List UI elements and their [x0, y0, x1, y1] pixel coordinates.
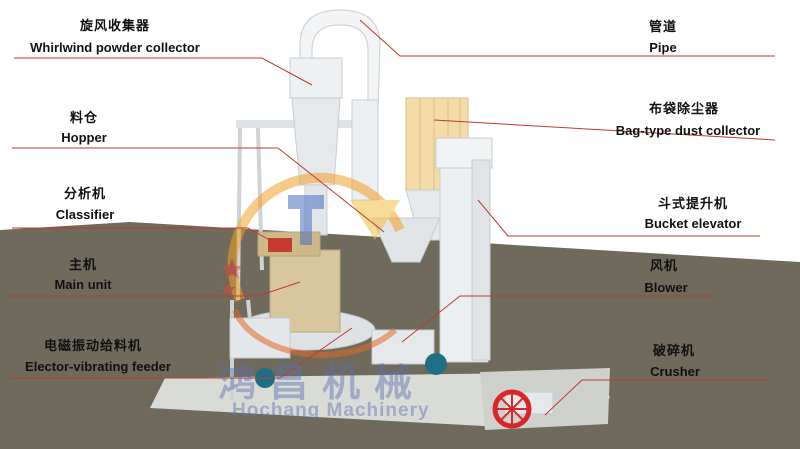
brand-logo — [220, 172, 405, 358]
label-main-unit-en: Main unit — [54, 277, 112, 292]
label-blower-en: Blower — [644, 280, 688, 295]
label-crusher-zh: 破碎机 — [652, 344, 696, 359]
label-feeder-en: Elector-vibrating feeder — [25, 359, 171, 374]
blower-housing — [371, 329, 435, 365]
watermark-chinese: 鸿昌机械 — [218, 361, 427, 405]
cyclone-body — [291, 97, 341, 186]
leader-lines — [8, 19, 776, 416]
label-pipe-en: Pipe — [649, 40, 677, 55]
label-pipe-zh: 管道 — [648, 20, 678, 35]
label-hopper-zh: 料仓 — [69, 111, 99, 126]
classifier-motor — [268, 238, 292, 252]
label-whirlwind-zh: 旋风收集器 — [79, 19, 151, 34]
label-dust-collector-en: Bag-type dust collector — [615, 123, 761, 138]
label-blower-zh: 风机 — [649, 259, 679, 274]
label-classifier-zh: 分析机 — [63, 187, 107, 202]
label-main-unit-zh: 主机 — [68, 258, 98, 273]
label-bucket-elevator-en: Bucket elevator — [644, 216, 742, 231]
label-classifier-en: Classifier — [55, 207, 115, 222]
label-bucket-elevator-zh: 斗式提升机 — [657, 197, 729, 212]
cyclone-top — [289, 57, 343, 99]
crusher-spokes — [495, 392, 529, 426]
label-crusher-en: Crusher — [650, 364, 700, 379]
material-hopper — [371, 217, 441, 263]
label-dust-collector-zh: 布袋除尘器 — [648, 102, 720, 117]
watermark-english: Hochang Machinery — [232, 400, 430, 421]
blower-motor — [425, 353, 447, 375]
label-feeder-zh: 电磁振动给料机 — [43, 339, 143, 354]
elevator-side — [471, 159, 491, 361]
label-whirlwind-en: Whirlwind powder collector — [30, 40, 200, 55]
label-hopper-en: Hopper — [61, 130, 107, 145]
